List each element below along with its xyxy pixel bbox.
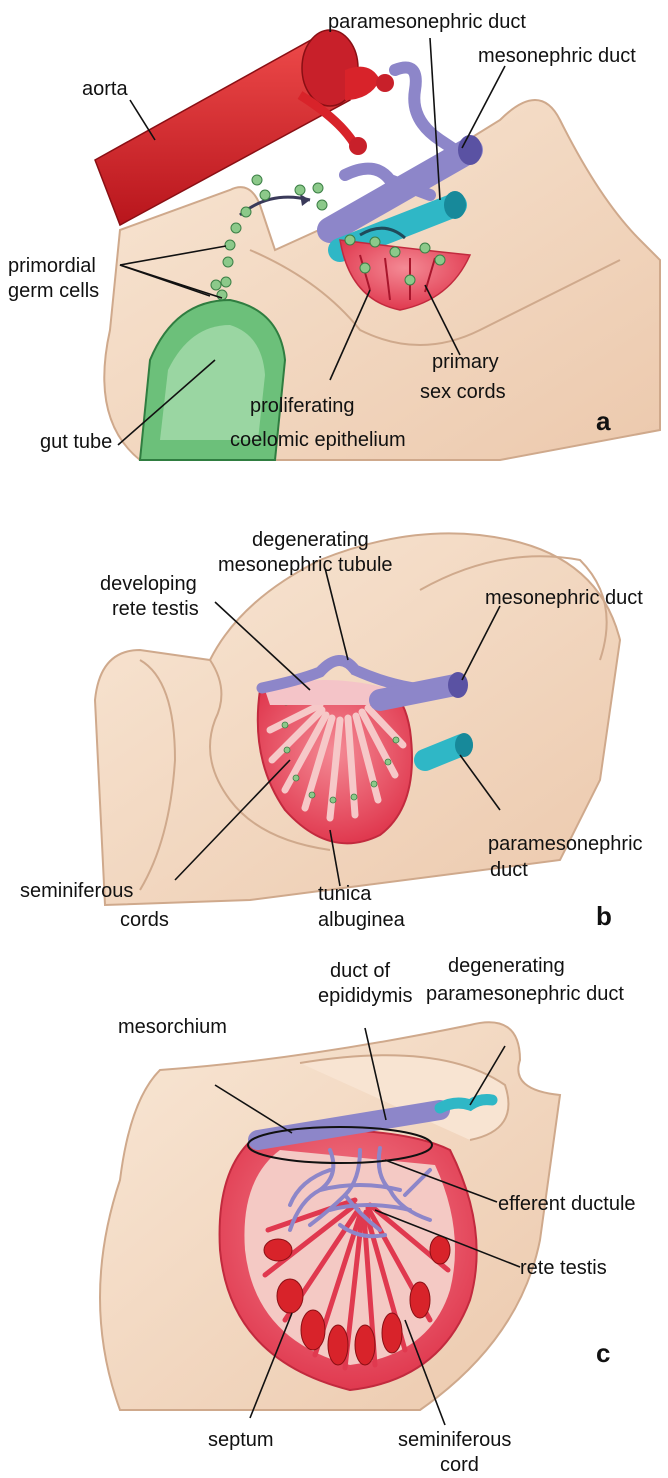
label-mesorchium: mesorchium bbox=[118, 1016, 227, 1038]
label-mesonephric-duct-b: mesonephric duct bbox=[485, 587, 643, 609]
label-primary-sex-cords-2: sex cords bbox=[420, 381, 506, 403]
label-seminiferous-cords-2: cords bbox=[120, 909, 169, 931]
label-seminiferous-cord-2: cord bbox=[440, 1454, 479, 1476]
label-efferent-ductule: efferent ductule bbox=[498, 1193, 636, 1215]
label-gut-tube: gut tube bbox=[40, 431, 112, 453]
mesonephric-tubule bbox=[395, 68, 455, 151]
panel-letter-c: c bbox=[596, 1338, 610, 1368]
label-septum: septum bbox=[208, 1429, 274, 1451]
label-tunica-1: tunica bbox=[318, 883, 372, 905]
panel-b: degenerating mesonephric tubule developi… bbox=[20, 529, 643, 931]
mesonephric-duct-end bbox=[458, 135, 482, 165]
aortic-branch-end bbox=[349, 137, 367, 155]
label-tunica-2: albuginea bbox=[318, 909, 406, 931]
arrowhead bbox=[300, 194, 310, 206]
label-degenerating-2: mesonephric tubule bbox=[218, 554, 393, 576]
label-degenerating-paramesonephric-1: degenerating bbox=[448, 955, 565, 977]
label-primary-sex-cords-1: primary bbox=[432, 351, 499, 373]
label-seminiferous-cords-1: seminiferous bbox=[20, 880, 133, 902]
mesonephric-duct-b bbox=[380, 685, 455, 700]
label-developing-2: rete testis bbox=[112, 598, 199, 620]
label-proliferating-2: coelomic epithelium bbox=[230, 429, 406, 451]
label-primordial-germ-cells-2: germ cells bbox=[8, 280, 99, 302]
panel-a: aorta paramesonephric duct mesonephric d… bbox=[8, 11, 660, 460]
panel-letter-b: b bbox=[596, 901, 612, 931]
paramesonephric-duct-b-end bbox=[455, 733, 473, 757]
label-proliferating-1: proliferating bbox=[250, 395, 355, 417]
label-degenerating-1: degenerating bbox=[252, 529, 369, 551]
label-duct-of-epididymis-2: epididymis bbox=[318, 985, 412, 1007]
aortic-branch bbox=[345, 67, 380, 100]
label-degenerating-paramesonephric-2: paramesonephric duct bbox=[426, 983, 624, 1005]
aortic-branch-end bbox=[376, 74, 394, 92]
label-rete-testis: rete testis bbox=[520, 1257, 607, 1279]
label-primordial-germ-cells-1: primordial bbox=[8, 255, 96, 277]
label-aorta: aorta bbox=[82, 78, 128, 100]
panel-c: duct of epididymis degenerating parameso… bbox=[100, 955, 636, 1476]
paramesonephric-duct-end bbox=[444, 191, 466, 219]
label-mesonephric-duct: mesonephric duct bbox=[478, 45, 636, 67]
label-paramesonephric-1: paramesonephric bbox=[488, 833, 643, 855]
label-seminiferous-cord-1: seminiferous bbox=[398, 1429, 511, 1451]
label-developing-1: developing bbox=[100, 573, 197, 595]
label-paramesonephric-2: duct bbox=[490, 859, 528, 881]
label-duct-of-epididymis-1: duct of bbox=[330, 960, 390, 982]
panel-letter-a: a bbox=[596, 406, 611, 436]
label-paramesonephric-duct: paramesonephric duct bbox=[328, 11, 526, 33]
